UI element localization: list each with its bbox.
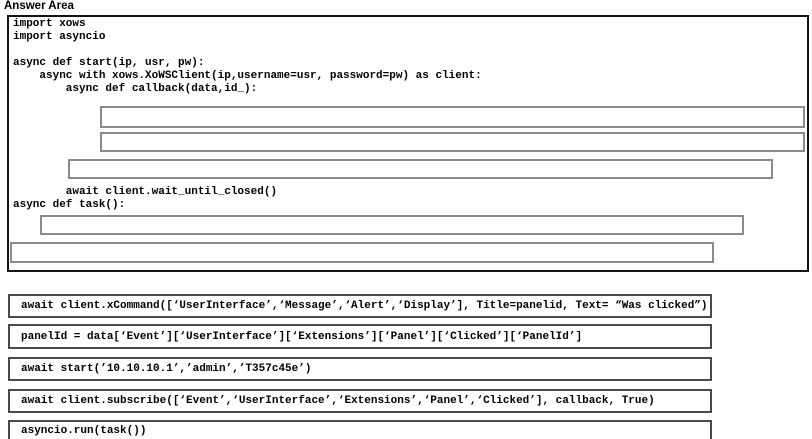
answer-slot-callback-2[interactable] bbox=[100, 132, 805, 152]
code-line-import-xows: import xows bbox=[13, 18, 86, 30]
option-asyncio-run[interactable]: asyncio.run(task()) bbox=[8, 420, 712, 439]
option-panelid-assignment[interactable]: panelId = data[‘Event’][‘UserInterface’]… bbox=[8, 324, 712, 349]
answer-slot-task-body[interactable] bbox=[40, 215, 744, 235]
code-line-wait-until-closed: await client.wait_until_closed() bbox=[13, 186, 278, 198]
option-client-subscribe[interactable]: await client.subscribe([‘Event’,‘UserInt… bbox=[8, 389, 712, 413]
code-line-import-asyncio: import asyncio bbox=[13, 31, 106, 43]
answer-area-label: Answer Area bbox=[4, 0, 74, 12]
code-line-async-with-client: async with xows.XoWSClient(ip,username=u… bbox=[13, 70, 482, 82]
code-line-def-callback: async def callback(data,id_): bbox=[13, 83, 258, 95]
answer-slot-start-body[interactable] bbox=[68, 159, 773, 179]
code-line-def-start: async def start(ip, usr, pw): bbox=[13, 57, 205, 69]
option-await-start[interactable]: await start(’10.10.10.1’,’admin’,’T357c4… bbox=[8, 357, 712, 381]
option-xcommand-alert[interactable]: await client.xCommand([‘UserInterface’,‘… bbox=[8, 294, 712, 318]
answer-slot-callback-1[interactable] bbox=[100, 106, 805, 128]
code-line-def-task: async def task(): bbox=[13, 199, 126, 211]
answer-slot-module-level[interactable] bbox=[10, 242, 714, 263]
